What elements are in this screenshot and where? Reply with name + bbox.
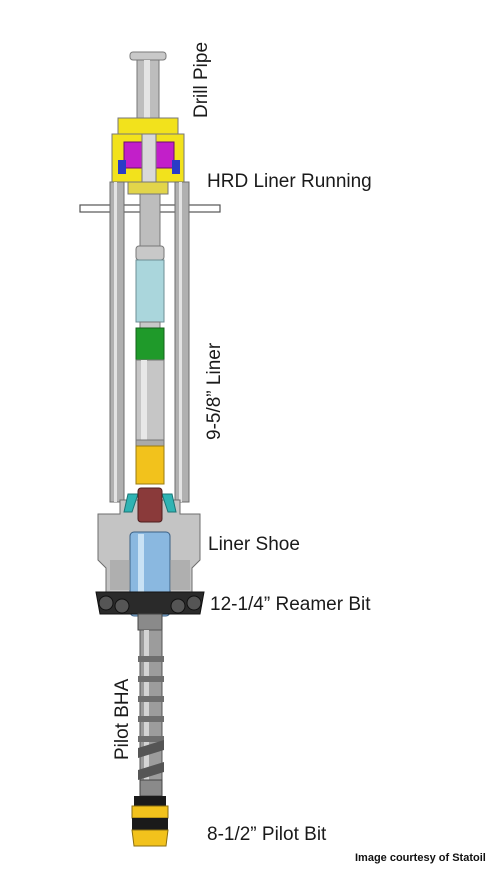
label-drill-pipe: Drill Pipe: [191, 42, 212, 118]
label-liner-shoe: Liner Shoe: [208, 534, 300, 555]
label-reamer-bit: 12-1/4” Reamer Bit: [210, 594, 371, 615]
pilot-bha: [137, 613, 164, 797]
liner-walls: [109, 181, 190, 503]
label-pilot-bha: Pilot BHA: [112, 678, 133, 760]
label-pilot-bit: 8-1/2” Pilot Bit: [207, 824, 327, 845]
drill-pipe: [129, 51, 167, 121]
label-hrd-liner-running: HRD Liner Running: [207, 171, 372, 192]
reamer-bit: [95, 591, 205, 615]
inner-string: [135, 193, 165, 485]
image-credit: Image courtesy of Statoil: [355, 852, 486, 864]
pilot-bit: [131, 796, 169, 847]
label-liner: 9-5/8” Liner: [204, 342, 225, 440]
